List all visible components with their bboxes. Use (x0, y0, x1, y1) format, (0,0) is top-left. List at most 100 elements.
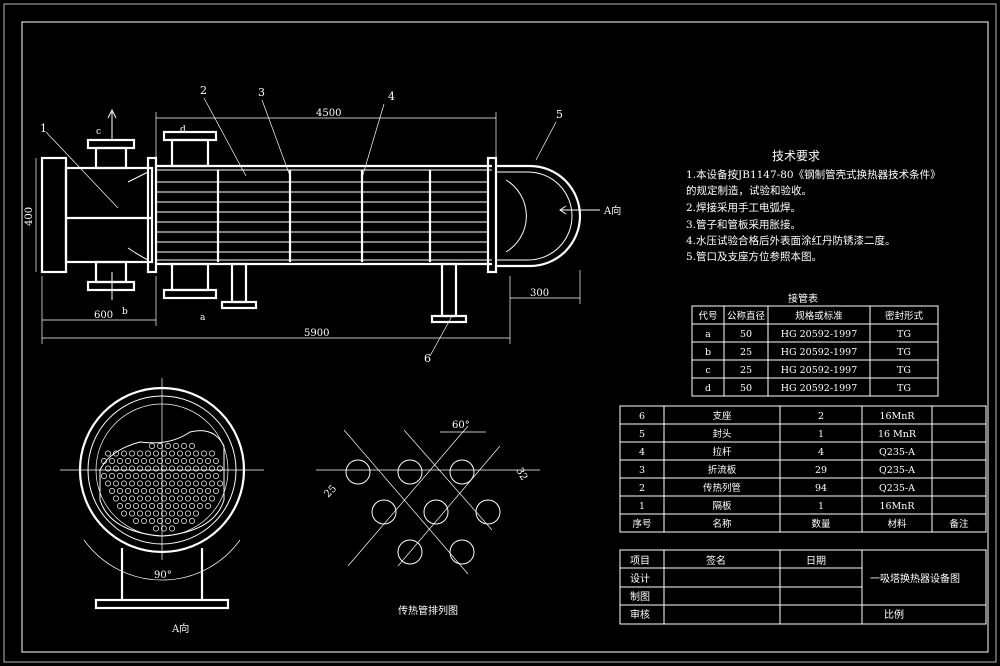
tube-hole (109, 473, 115, 479)
tube-hole (161, 510, 167, 517)
parts-list-cell: 拉杆 (712, 446, 732, 458)
nozzle-letter-a: a (200, 313, 206, 323)
parts-list-cell: 支座 (712, 410, 732, 422)
tube-hole (149, 458, 155, 464)
tube-hole (153, 495, 159, 502)
tube-hole (121, 450, 127, 457)
tube-hole (149, 443, 155, 449)
tube-hole (145, 450, 151, 457)
tube-hole (157, 458, 163, 464)
tube-hole (161, 465, 167, 472)
nozzle-table-cell: 50 (740, 383, 752, 394)
tube-hole (165, 518, 171, 524)
nozzle-letter-b: b (122, 307, 128, 317)
requirement-line: 5.管口及支座方位参照本图。 (686, 250, 822, 263)
parts-list-cell: 16MnR (879, 411, 915, 422)
tube-hole (113, 465, 119, 472)
tb-row-design: 设计 (630, 572, 650, 585)
tubesheet-left (146, 156, 158, 274)
tube-hole (137, 450, 143, 457)
nozzle-table-cell: 50 (740, 329, 752, 340)
tube-hole (109, 488, 115, 494)
tube-hole (145, 495, 151, 502)
tube-hole (205, 473, 211, 479)
right-head (496, 164, 582, 268)
tube-hole (105, 450, 111, 457)
tube-hole (181, 443, 187, 449)
tube-hole (117, 458, 123, 464)
tube-hole (153, 465, 159, 472)
requirements-title: 技术要求 (772, 149, 820, 163)
requirement-line: 1.本设备按JB1147-80《钢制管壳式换热器技术条件》 (686, 168, 941, 181)
tube-hole (173, 503, 179, 509)
part-label-3: 3 (258, 86, 265, 99)
tube-hole (117, 488, 123, 494)
tube-hole (193, 495, 199, 502)
tube-hole (181, 503, 187, 509)
tube-hole (133, 473, 139, 479)
tube-hole (153, 450, 159, 457)
tube-hole (165, 473, 171, 479)
tube-hole (185, 480, 191, 487)
tb-row-draw: 制图 (630, 590, 650, 603)
tube-hole (157, 518, 163, 524)
tube-hole (213, 473, 219, 479)
nozzle-b (86, 260, 136, 292)
tube-hole (169, 495, 175, 502)
tube-hole (181, 488, 187, 494)
tb-header-signature: 签名 (706, 554, 726, 567)
parts-list-header: 数量 (811, 518, 831, 530)
tube-hole (137, 465, 143, 472)
section-angle: 90° (154, 570, 172, 581)
tube-hole (165, 443, 171, 449)
tube-hole (137, 510, 143, 517)
tube-layout-diagram (316, 425, 540, 575)
nozzle-table-cell: b (705, 347, 711, 358)
requirement-line: 的规定制造，试验和验收。 (686, 184, 812, 197)
parts-list-cell: 1 (818, 501, 824, 512)
tube-diameter: 25 (322, 483, 339, 500)
tube-hole (165, 503, 171, 509)
nozzle-table-cell: HG 20592-1997 (781, 365, 858, 376)
part-label-4: 4 (388, 90, 395, 103)
tube-hole (173, 458, 179, 464)
tube-hole (121, 465, 127, 472)
tube-hole (213, 458, 219, 464)
tube-hole (129, 510, 135, 517)
tube-hole (185, 495, 191, 502)
tube-hole (201, 480, 207, 487)
dim-300: 300 (530, 288, 549, 299)
tube-hole (169, 465, 175, 472)
part-label-5: 5 (556, 108, 563, 121)
tube-hole (177, 465, 183, 472)
tube-hole (141, 473, 147, 479)
tube-hole (137, 495, 143, 502)
view-arrow-label: A向 (603, 204, 621, 217)
nozzle-table-cell: HG 20592-1997 (781, 383, 858, 394)
tube-hole (173, 443, 179, 449)
outer-border (3, 3, 997, 663)
tube-hole (121, 480, 127, 487)
tube-hole (105, 480, 111, 487)
parts-list-cell: 4 (818, 447, 824, 458)
tube-hole (157, 473, 163, 479)
tube-hole (173, 518, 179, 524)
tube-hole (193, 480, 199, 487)
tube-hole (157, 503, 163, 509)
drawing-title: 一吸塔换热器设备图 (870, 572, 960, 585)
tube-hole (141, 458, 147, 464)
tube-hole (173, 473, 179, 479)
tube-hole (189, 473, 195, 479)
tube-hole (153, 480, 159, 487)
tube-hole (157, 443, 163, 449)
tube-hole (181, 458, 187, 464)
dim-5900: 5900 (304, 328, 329, 339)
tube-hole (113, 450, 119, 457)
tube-hole (165, 458, 171, 464)
nozzle-table-cell: TG (897, 347, 911, 358)
tube-hole (209, 480, 215, 487)
tube-hole (201, 465, 207, 472)
elevation-view (35, 97, 600, 357)
tube-hole (129, 495, 135, 502)
parts-list-cell: Q235-A (879, 447, 915, 458)
